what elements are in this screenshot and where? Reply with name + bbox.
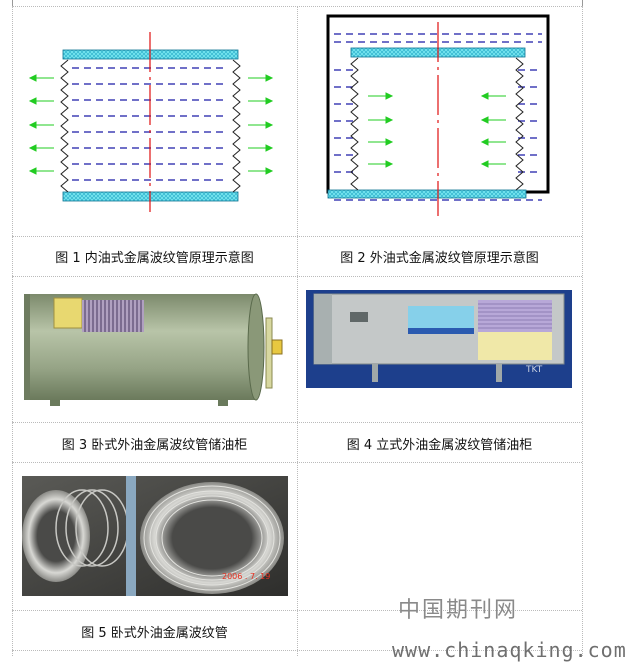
tank-end-cap xyxy=(247,293,265,401)
leg xyxy=(372,364,378,382)
watermark-url: www.chinaqking.com xyxy=(392,638,626,662)
left-end xyxy=(24,294,30,400)
figure-4-vertical-cabinet-drawing: TKT xyxy=(306,290,572,388)
bellows-right-wall xyxy=(232,59,241,193)
oil-gauge-window xyxy=(271,339,283,355)
bellows-ribs xyxy=(84,300,142,332)
support-post xyxy=(126,476,136,596)
cyan-panel xyxy=(408,306,474,328)
bellows-left-wall xyxy=(350,57,359,191)
corner-mark xyxy=(582,0,583,6)
caption-figure-3: 图 3 卧式外油金属波纹管储油柜 xyxy=(61,438,248,453)
nameplate xyxy=(350,312,368,322)
grid-line xyxy=(12,422,582,423)
coil-ribs-main xyxy=(143,485,281,591)
support-foot xyxy=(50,400,60,406)
grid-line xyxy=(12,6,582,7)
bellows-lines xyxy=(478,303,552,329)
bellows-left-wall xyxy=(60,59,69,193)
yellow-section xyxy=(478,332,552,360)
figure-3-horizontal-tank-drawing xyxy=(24,293,283,406)
grid-line xyxy=(12,610,582,611)
grid-line xyxy=(12,6,13,656)
figure-label-mark: TKT xyxy=(525,365,543,375)
corner-mark xyxy=(12,0,13,6)
figure-5-bellows-photo: 2006 . 7. 19 xyxy=(22,476,288,596)
oil-gauge-pipe xyxy=(265,317,273,389)
yellow-cutaway xyxy=(53,297,83,329)
grid-line xyxy=(12,650,582,651)
cabinet-left-end xyxy=(314,294,332,364)
grid-line xyxy=(12,462,582,463)
caption-figure-2: 图 2 外油式金属波纹管原理示意图 xyxy=(340,251,539,266)
outer-oil-lines xyxy=(334,33,542,201)
caption-figure-5: 图 5 卧式外油金属波纹管 xyxy=(81,626,228,641)
watermark-chinese: 中国期刊网 xyxy=(398,598,519,623)
grid-line xyxy=(297,6,298,656)
support-foot xyxy=(218,400,228,406)
bellows-coil-main xyxy=(140,482,284,594)
grid-line xyxy=(582,6,583,656)
caption-figure-1: 图 1 内油式金属波纹管原理示意图 xyxy=(55,251,254,266)
arrows-right xyxy=(248,74,274,175)
arrows-inward xyxy=(368,92,506,168)
figure-1-internal-oil-bellows-diagram xyxy=(28,32,274,212)
leg xyxy=(496,364,502,382)
grid-line xyxy=(12,276,582,277)
caption-figure-4: 图 4 立式外油金属波纹管储油柜 xyxy=(346,438,533,453)
label-strip xyxy=(408,328,474,334)
arrows-left xyxy=(28,74,54,175)
photo-date-stamp: 2006 . 7. 19 xyxy=(222,572,270,581)
bottom-flange xyxy=(327,189,527,199)
grid-line xyxy=(12,236,582,237)
bellows-right-wall xyxy=(515,57,524,191)
figure-2-external-oil-bellows-diagram xyxy=(326,14,550,216)
